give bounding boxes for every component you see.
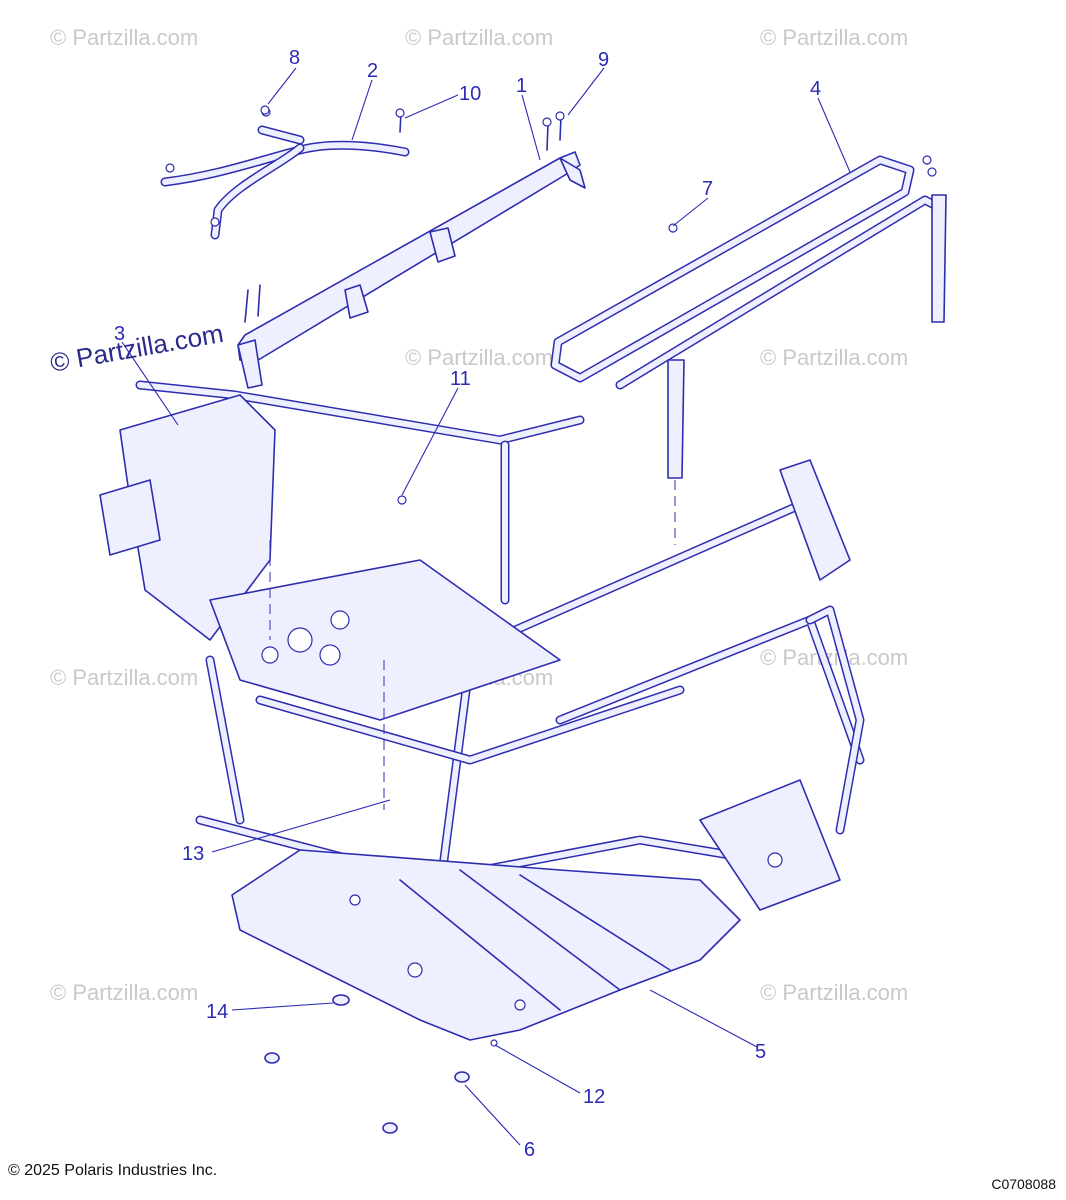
- leader-lines: [121, 67, 851, 1146]
- callout-13: 13: [182, 843, 204, 865]
- watermark: © Partzilla.com: [50, 25, 198, 50]
- watermark: © Partzilla.com: [760, 25, 908, 50]
- callout-5: 5: [755, 1041, 766, 1063]
- callout-labels: 1 2 3 4 5 6 7 8 9 10 11 12 13 14: [114, 47, 821, 1161]
- callout-6: 6: [524, 1139, 535, 1161]
- watermark: © Partzilla.com: [405, 25, 553, 50]
- callout-7: 7: [702, 178, 713, 200]
- callout-11: 11: [450, 368, 471, 390]
- watermark: © Partzilla.com: [50, 980, 198, 1005]
- diagram-code: C0708088: [991, 1176, 1056, 1192]
- part-2-upper-brace: [160, 107, 410, 240]
- callout-4: 4: [810, 78, 821, 100]
- watermark: © Partzilla.com: [760, 980, 908, 1005]
- part-1-cross-beam: [237, 111, 586, 389]
- callout-9: 9: [598, 49, 609, 71]
- watermark: © Partzilla.com: [50, 665, 198, 690]
- watermark: © Partzilla.com: [760, 345, 908, 370]
- callout-14: 14: [206, 1001, 228, 1023]
- callout-8: 8: [289, 47, 300, 69]
- copyright-text: © 2025 Polaris Industries Inc.: [8, 1162, 218, 1179]
- callout-2: 2: [367, 60, 378, 82]
- callout-3: 3: [114, 323, 125, 345]
- part-5-skid-plate: [231, 849, 741, 1041]
- watermark: © Partzilla.com: [405, 345, 553, 370]
- callout-1: 1: [516, 75, 527, 97]
- part-4-rear-rack: [550, 155, 947, 545]
- hardware-fasteners: [260, 105, 937, 1134]
- watermark: © Partzilla.com: [760, 645, 908, 670]
- part-3-main-frame: [99, 380, 865, 911]
- callout-10: 10: [459, 83, 481, 105]
- watermark-prominent: © Partzilla.com: [48, 318, 226, 378]
- callout-12: 12: [583, 1086, 605, 1108]
